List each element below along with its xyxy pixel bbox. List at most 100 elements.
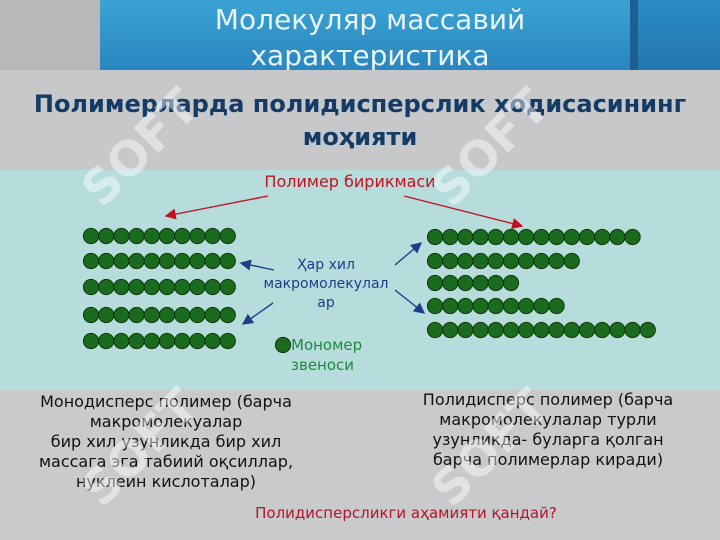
chain-bead (457, 228, 474, 246)
chain-bead (426, 252, 444, 270)
chain-bead (457, 274, 474, 292)
chain-bead (219, 306, 236, 324)
chain-bead (158, 306, 176, 324)
chain-bead (472, 321, 489, 339)
chain-bead (518, 297, 535, 315)
chain-bead (533, 321, 550, 339)
chain-bead (487, 274, 504, 292)
chain-bead (128, 252, 145, 270)
header-fold (630, 0, 640, 72)
monomer-bead (274, 336, 292, 354)
chain-bead (219, 278, 236, 296)
chain-bead (98, 227, 115, 245)
monomer-label-line: Мономер (291, 336, 363, 354)
chain-bead (158, 252, 176, 270)
chain-bead (518, 228, 535, 246)
chain-bead (502, 228, 520, 246)
chain-bead (426, 297, 444, 315)
chain-bead (502, 274, 520, 292)
chain-bead (442, 228, 459, 246)
slide-title-line1: Молекуляр массавий (214, 3, 526, 36)
chain-bead (113, 252, 130, 270)
header-banner: Молекуляр массавий характеристика (100, 0, 640, 70)
chain-bead (113, 278, 130, 296)
monomer-label-line: звеноси (291, 356, 355, 374)
pointer-arrow (241, 302, 274, 325)
chain-bead (624, 228, 641, 246)
chain-bead (128, 332, 145, 350)
chain-bead (472, 297, 489, 315)
chain-bead (457, 252, 474, 270)
chain-bead (548, 321, 565, 339)
chain-bead (594, 228, 611, 246)
chain-bead (98, 278, 115, 296)
chain-bead (143, 252, 160, 270)
slide-subtitle: Полимерларда полидисперслик ходисасининг… (0, 88, 720, 154)
chain-bead (158, 278, 176, 296)
chain-bead (128, 278, 145, 296)
chain-bead (502, 297, 520, 315)
chain-bead (426, 228, 444, 246)
chain-bead (442, 321, 459, 339)
chain-bead (457, 297, 474, 315)
chain-bead (174, 306, 191, 324)
chain-bead (189, 227, 206, 245)
pointer-arrow (394, 242, 423, 266)
chain-bead (442, 252, 459, 270)
chain-bead (158, 227, 176, 245)
macromolecules-label: Ҳар хил макромолекулал ар (250, 256, 402, 313)
chain-bead (189, 252, 206, 270)
chain-bead (487, 297, 504, 315)
chain-bead (158, 332, 176, 350)
chain-bead (143, 332, 160, 350)
chain-bead (143, 227, 160, 245)
chain-bead (609, 228, 626, 246)
chain-bead (113, 332, 130, 350)
polydisperse-description: Полидисперс полимер (барча макромолекула… (422, 390, 674, 469)
chain-bead (548, 228, 565, 246)
header-gray-block (0, 0, 100, 70)
chain-bead (143, 278, 160, 296)
chain-bead (174, 332, 191, 350)
slide-title-line2: характеристика (250, 39, 490, 70)
chain-bead (219, 227, 236, 245)
chain-bead (189, 332, 206, 350)
chain-bead (426, 274, 444, 292)
monodisperse-description: Монодисперс полимер (барча макромолекуал… (38, 392, 294, 491)
chain-bead (143, 306, 160, 324)
chain-bead (98, 252, 115, 270)
monodisperse-chains (82, 227, 236, 350)
chain-bead (442, 297, 459, 315)
subtitle-band (0, 70, 720, 170)
polymer-compound-label: Полимер бирикмаси (264, 172, 436, 191)
chain-bead (174, 278, 191, 296)
chain-bead (82, 278, 100, 296)
chain-bead (578, 321, 596, 339)
chain-bead (189, 278, 206, 296)
pointer-arrow (394, 289, 426, 314)
macro-label-line: макромолекулал (263, 276, 389, 292)
chain-bead (502, 252, 520, 270)
chain-bead (487, 252, 504, 270)
chain-bead (128, 306, 145, 324)
pointer-arrow (164, 195, 269, 220)
chain-bead (98, 332, 115, 350)
subtitle-line1: Полимерларда полидисперслик ходисасининг (33, 90, 687, 118)
chain-bead (204, 227, 221, 245)
chain-bead (472, 274, 489, 292)
chain-bead (219, 252, 236, 270)
chain-bead (563, 228, 580, 246)
chain-bead (426, 321, 444, 339)
chain-bead (82, 332, 100, 350)
chain-bead (174, 227, 191, 245)
pointer-arrow (239, 259, 275, 271)
chain-bead (204, 278, 221, 296)
chain-bead (487, 228, 504, 246)
chain-bead (487, 321, 504, 339)
subtitle-line2: моҳияти (302, 123, 418, 151)
chain-bead (518, 252, 535, 270)
chain-bead (518, 321, 535, 339)
chain-bead (128, 227, 145, 245)
